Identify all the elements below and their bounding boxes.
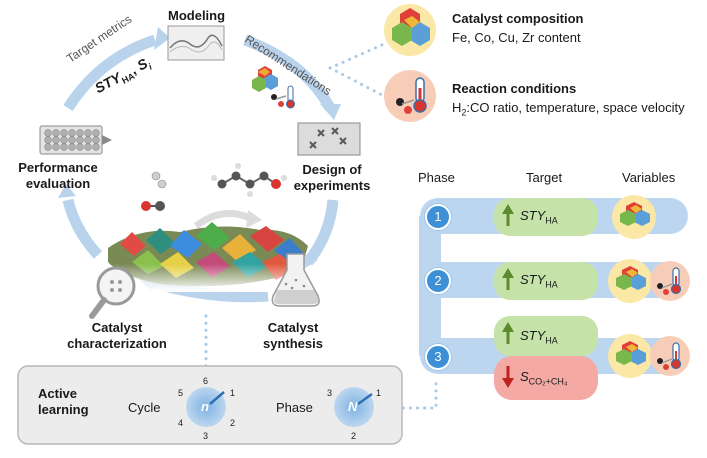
arrow-to-evaluation: [62, 198, 103, 259]
composition-description: Fe, Co, Cu, Zr content: [452, 30, 581, 45]
conditions-title: Reaction conditions: [452, 81, 577, 96]
characterization-line-2: characterization: [67, 336, 167, 351]
phase-dial: [334, 387, 374, 427]
conditions-desc-h: H: [452, 100, 462, 115]
design-line-1: Design of: [302, 162, 362, 177]
active-learning-panel: [17, 365, 403, 445]
cycle-symbol: n: [201, 399, 209, 414]
row-1-target: STYHA: [520, 208, 558, 226]
phase-tick-2: 2: [351, 431, 357, 441]
syngas-molecules: [141, 171, 167, 211]
header-target: Target: [526, 170, 563, 185]
composition-title: Catalyst composition: [452, 11, 584, 26]
phase-tick-1: 1: [376, 388, 382, 398]
row-2-target-main: STY: [520, 272, 546, 287]
phase-row-3: [494, 316, 690, 400]
row-3-target-2: SCO₂+CH₄: [520, 369, 568, 387]
phase-tick-3: 3: [327, 388, 333, 398]
cycle-label: Cycle: [128, 400, 161, 415]
cycle-tick-5: 5: [178, 388, 184, 398]
composition-legend-icon: [384, 4, 436, 56]
recommendation-variables-icon: [252, 66, 295, 109]
dotted-connectors: [204, 42, 438, 410]
conditions-desc-sub: 2: [461, 107, 467, 118]
synthesis-flask-icon: [271, 253, 320, 307]
performance-evaluation-label: Performance evaluation: [14, 160, 102, 192]
modeling-label: Modeling: [168, 8, 226, 23]
phase-row-1: [494, 195, 656, 239]
row-3-target-1-main: STY: [520, 328, 546, 343]
synthesis-line-2: synthesis: [263, 336, 323, 351]
arrow-to-modeling: [63, 34, 157, 111]
cycle-dial: [186, 387, 226, 427]
reactor-icon: [39, 125, 112, 155]
conditions-description: H2:CO ratio, temperature, space velocity: [452, 100, 685, 118]
row-1-target-main: STY: [520, 208, 546, 223]
row-2-target: STYHA: [520, 272, 558, 290]
design-line-2: experiments: [293, 178, 371, 193]
synthesis-line-1: Catalyst: [267, 320, 319, 335]
active-learning-line-1: Active: [38, 386, 78, 401]
cycle-tick-2: 2: [230, 418, 236, 428]
phase-number-2: 2: [425, 268, 451, 294]
cycle-tick-6: 6: [203, 376, 209, 386]
header-phase: Phase: [418, 170, 455, 185]
characterization-line-1: Catalyst: [91, 320, 143, 335]
design-grid-icon: [297, 122, 361, 156]
row-3-target-1-sub: HA: [545, 335, 558, 346]
arrow-to-design: [243, 34, 335, 111]
catalyst-synthesis-label: Catalyst synthesis: [254, 320, 332, 352]
cycle-tick-3: 3: [203, 431, 209, 441]
cycle-tick-4: 4: [178, 418, 184, 428]
cycle-tick-1: 1: [230, 388, 236, 398]
phase-number-3: 3: [425, 344, 451, 370]
characterization-magnifier-icon: [89, 266, 136, 319]
phase-symbol: N: [348, 399, 358, 414]
phase-label: Phase: [276, 400, 313, 415]
active-learning-line-2: learning: [38, 402, 89, 417]
row-3-target-2-main: S: [520, 369, 529, 384]
phase-row-2: [494, 259, 690, 303]
design-of-experiments-label: Design of experiments: [284, 162, 380, 194]
header-variables: Variables: [622, 170, 676, 185]
phase-number-1: 1: [425, 204, 451, 230]
conditions-legend-icon: [384, 70, 436, 122]
modeling-plot-icon: [167, 25, 225, 61]
evaluation-line-1: Performance: [18, 160, 98, 175]
evaluation-line-2: evaluation: [25, 176, 91, 191]
row-3-target-2-sub: CO₂+CH₄: [528, 376, 568, 387]
row-2-target-sub: HA: [545, 279, 558, 290]
higher-alcohol-molecule: [211, 163, 287, 197]
row-3-target-1: STYHA: [520, 328, 558, 346]
active-learning-title: Active learning: [38, 386, 89, 418]
catalyst-characterization-label: Catalyst characterization: [58, 320, 176, 352]
arrow-to-synthesis: [303, 199, 339, 266]
row-1-target-sub: HA: [545, 215, 558, 226]
conditions-desc-rest: :CO ratio, temperature, space velocity: [466, 100, 685, 115]
